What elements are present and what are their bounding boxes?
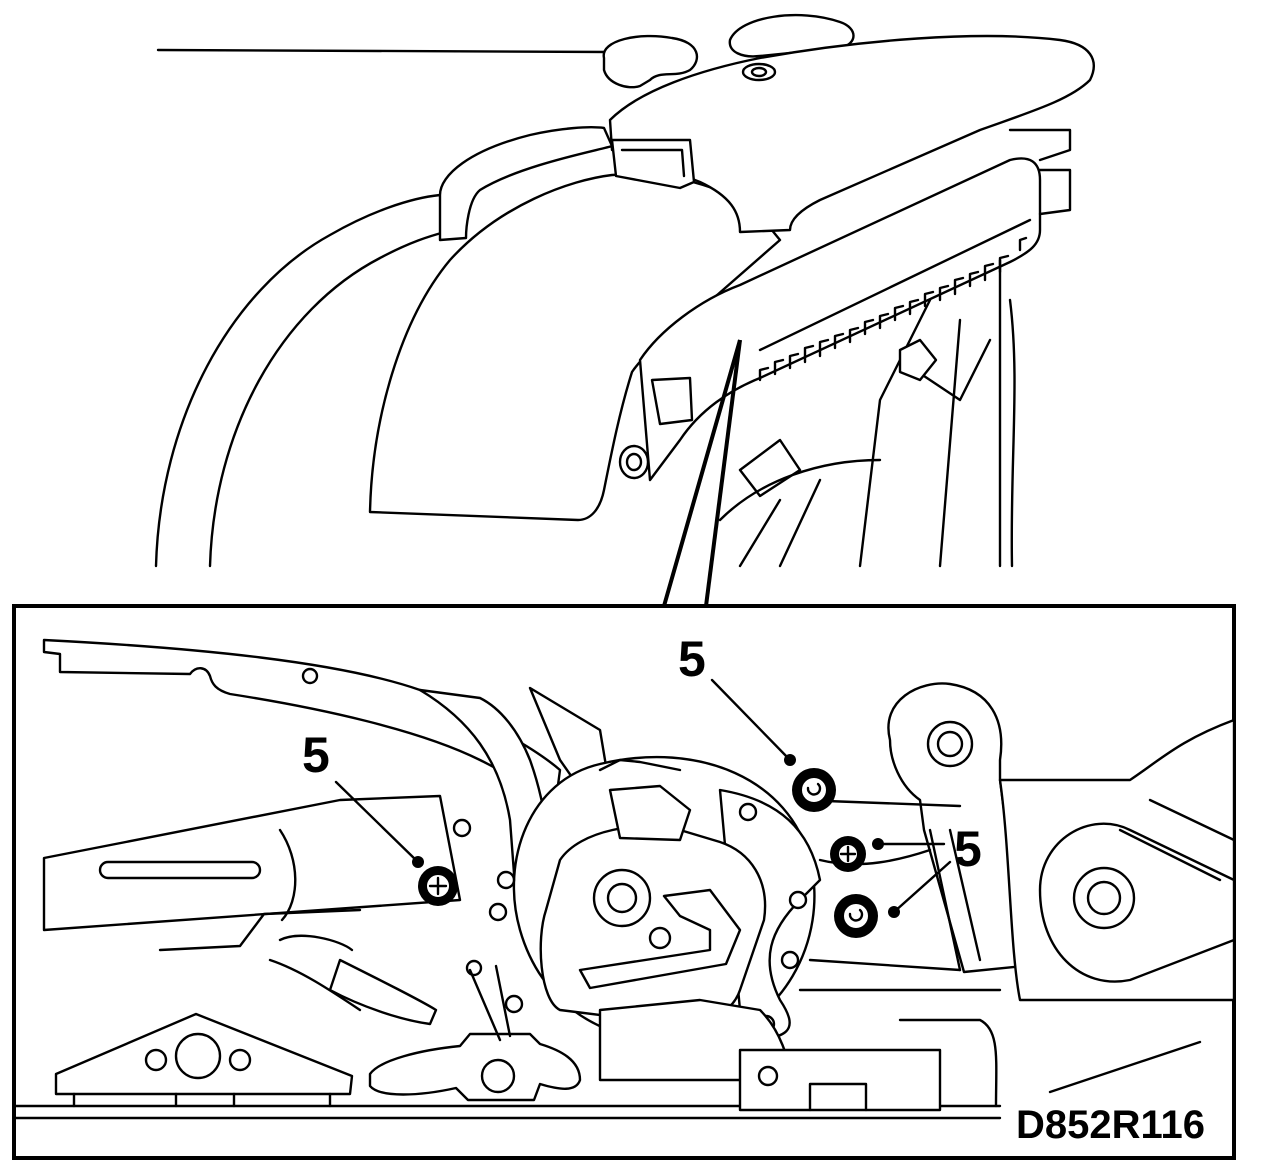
headrest-knob-left: [602, 34, 699, 89]
backrest-outer-arc: [154, 193, 442, 568]
bolt-right-upper: [830, 836, 866, 872]
bar-lower-edge: [158, 908, 362, 952]
foot-hole-1: [144, 1048, 168, 1072]
plate-hole-3: [780, 950, 800, 970]
bottom-block-tab: [808, 1082, 868, 1112]
lower-lever-boss: [480, 1058, 516, 1094]
linkage-arc: [328, 958, 438, 1026]
lever-stem: [468, 964, 512, 1042]
callout-label-left: 5: [302, 727, 330, 783]
right-bracket: [887, 682, 1026, 974]
plate-hole-1: [738, 802, 758, 822]
inner-frame-lines: [858, 298, 992, 568]
right-oval-hole-inner: [1086, 880, 1122, 916]
frame-bracket: [738, 438, 802, 498]
housing-slot: [650, 376, 694, 426]
lower-frame-lines: [718, 458, 882, 568]
side-frame-mid: [1038, 168, 1072, 216]
plate-hole-8: [465, 959, 483, 977]
plate-hole-6: [488, 902, 508, 922]
detail-mechanism: [12, 638, 1236, 1120]
foot-legs: [72, 1092, 332, 1108]
frame-hole: [301, 667, 319, 685]
bolt-left: [418, 866, 458, 906]
frame-nut: [898, 338, 938, 382]
bottom-block: [738, 1048, 942, 1112]
adjuster-slot: [578, 888, 742, 990]
bar-hole-1: [452, 818, 472, 838]
callout-label-right: 5: [954, 821, 982, 877]
lower-lever: [368, 1032, 582, 1102]
callout-leaders: [334, 678, 952, 918]
right-frame-lines: [1118, 798, 1236, 882]
figure-reference-code: D852R116: [1016, 1103, 1205, 1147]
cover-clip-inner: [620, 148, 686, 178]
plate-hole-5: [496, 870, 516, 890]
foot-boss: [174, 1032, 222, 1080]
foot-hole-2: [228, 1048, 252, 1072]
bottom-block-hole: [757, 1065, 779, 1087]
callout-label-upper: 5: [678, 631, 706, 687]
bar-slot: [98, 860, 262, 880]
ref-leader: [1048, 1040, 1202, 1094]
zoom-pointer-left: [662, 339, 742, 607]
backrest-inner-arc: [208, 230, 447, 568]
adjuster-main-hole-inner: [606, 882, 638, 914]
plate-hole-2: [788, 890, 808, 910]
right-bracket-hole-inner: [936, 730, 964, 758]
side-frame-uprights: [998, 258, 1016, 568]
bottom-frame-line: [898, 1018, 998, 1108]
bolt-upper: [792, 768, 836, 812]
bracket-lines: [928, 828, 982, 972]
backrest-top-edge: [156, 48, 612, 54]
lid-bolt-center: [750, 66, 768, 78]
rail-groove: [758, 218, 1032, 352]
recline-rail: [638, 157, 1042, 482]
upper-seat-view: [154, 13, 1095, 568]
plate-teeth-top: [598, 758, 682, 772]
cover-side-bolt-center: [625, 452, 643, 472]
bolt-right-lower: [834, 894, 878, 938]
cover-clip: [610, 138, 696, 190]
plate-hole-7: [504, 994, 524, 1014]
side-frame-top: [1008, 128, 1072, 162]
zoom-pointer-right: [704, 339, 742, 607]
adjuster-top-tab: [608, 784, 692, 842]
linkage-lines: [268, 934, 362, 1012]
headrest-knob-right: [728, 13, 855, 58]
mid-frame-lines: [798, 798, 1002, 992]
adjuster-small-hole: [648, 926, 672, 950]
cover-lid: [608, 34, 1095, 234]
rack-teeth: [758, 236, 1028, 382]
